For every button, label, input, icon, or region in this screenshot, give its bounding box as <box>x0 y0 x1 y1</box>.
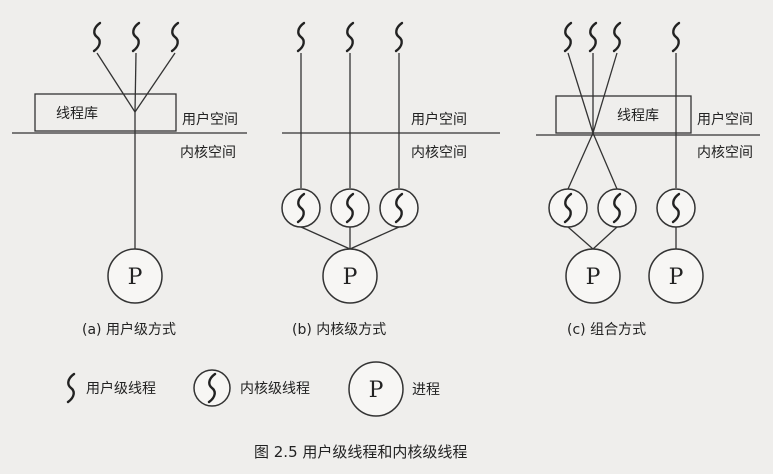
user-thread-icon <box>131 21 141 53</box>
process-circle <box>648 248 704 304</box>
connector-line <box>567 132 594 190</box>
user-thread-icon <box>170 21 180 53</box>
user-space-label: 用户空间 <box>697 111 753 128</box>
process-letter: P <box>128 265 143 290</box>
connector-line <box>134 52 137 113</box>
process-circle <box>565 248 621 304</box>
user-space-label: 用户空间 <box>411 111 467 128</box>
connector-line <box>134 52 176 113</box>
legend-kernel-thread-label: 内核级线程 <box>240 381 310 397</box>
thread-library-label: 线程库 <box>617 108 659 124</box>
subfigure-b: 用户空间 内核空间 P (b) 内核级方式 <box>281 21 500 338</box>
connector-line <box>567 226 594 250</box>
user-thread-icon <box>296 21 306 53</box>
kernel-space-label: 内核空间 <box>180 145 236 161</box>
user-thread-icon <box>394 21 404 53</box>
kernel-thread-icon <box>379 188 419 228</box>
connector-line <box>567 52 594 134</box>
connector-line <box>349 226 400 250</box>
user-thread-icon <box>92 21 102 53</box>
connector-line <box>96 52 136 113</box>
subfigure-c: 线程库 用户空间 内核空间 P P (c) 组合方式 <box>536 21 760 338</box>
connector-line <box>300 226 351 250</box>
connector-line <box>592 226 618 250</box>
process-circle <box>348 361 404 417</box>
thread-library-box <box>555 95 692 134</box>
caption-a: (a) 用户级方式 <box>82 321 176 338</box>
kernel-thread-icon <box>656 188 696 228</box>
caption-c: (c) 组合方式 <box>567 322 646 338</box>
kernel-thread-icon <box>330 188 370 228</box>
caption-b: (b) 内核级方式 <box>292 322 386 338</box>
kernel-space-label: 内核空间 <box>697 145 753 161</box>
user-thread-icon <box>671 21 681 53</box>
connector-line <box>592 132 618 190</box>
connector-line <box>592 52 618 134</box>
user-thread-icon <box>563 21 573 53</box>
thread-library-box <box>34 93 177 132</box>
legend-user-thread-label: 用户级线程 <box>86 380 156 397</box>
kernel-thread-icon <box>597 188 637 228</box>
kernel-thread-icon <box>281 188 321 228</box>
user-space-label: 用户空间 <box>182 111 238 128</box>
user-thread-icon <box>588 21 598 53</box>
process-letter: P <box>586 265 601 290</box>
user-thread-icon <box>612 21 622 53</box>
process-circle <box>322 248 378 304</box>
user-thread-icon <box>345 21 355 53</box>
process-circle <box>107 248 163 304</box>
kernel-thread-icon <box>548 188 588 228</box>
thread-library-label: 线程库 <box>56 106 98 122</box>
subfigure-a: 线程库 用户空间 内核空间 P (a) 用户级方式 <box>12 21 247 338</box>
legend: 用户级线程 内核级线程 P 进程 <box>66 361 440 417</box>
process-letter: P <box>669 265 684 290</box>
figure-caption: 图 2.5 用户级线程和内核级线程 <box>254 443 467 461</box>
legend-process-label: 进程 <box>412 382 440 398</box>
user-thread-icon <box>66 372 76 404</box>
kernel-thread-icon <box>193 369 231 407</box>
kernel-space-label: 内核空间 <box>411 145 467 161</box>
process-letter: P <box>343 265 358 290</box>
process-letter: P <box>369 378 384 403</box>
